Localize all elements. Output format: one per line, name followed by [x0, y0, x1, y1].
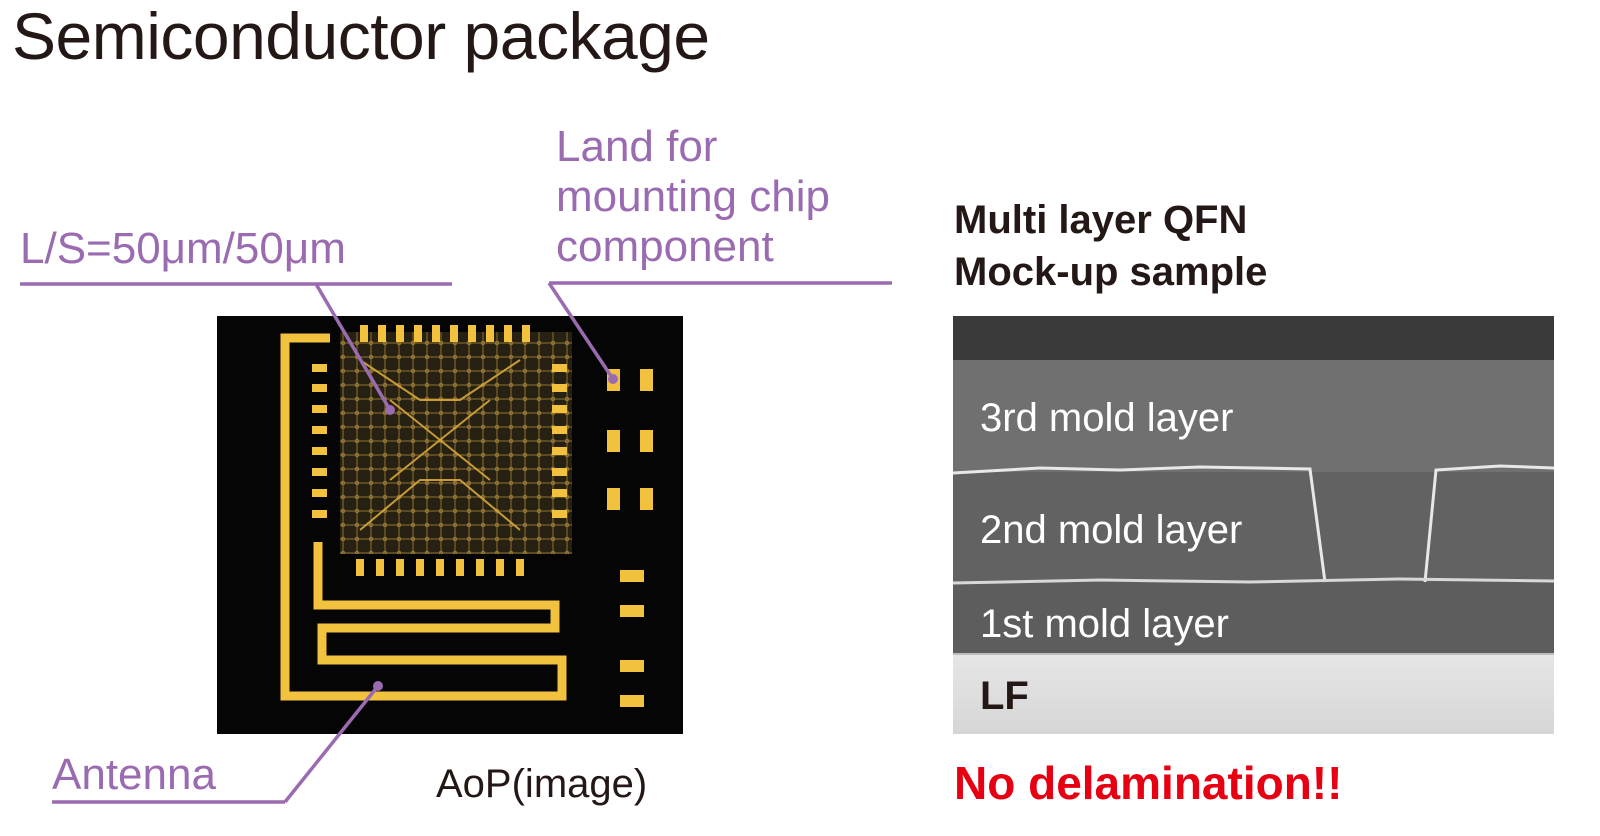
land-dot [608, 374, 618, 384]
qfn-heading-line-1: Multi layer QFN [954, 198, 1248, 242]
layer-label-2nd: 2nd mold layer [980, 508, 1243, 552]
ls-leader [314, 283, 392, 411]
layer-label-3rd: 3rd mold layer [980, 396, 1234, 440]
land-label-line-3: component [556, 222, 774, 271]
land-label: Land for mounting chip component [556, 122, 830, 272]
land-label-line-2: mounting chip [556, 172, 830, 221]
layer-label-1st: 1st mold layer [980, 602, 1229, 646]
aop-image [217, 316, 683, 734]
second-mold-region [953, 472, 1554, 582]
right-pads [552, 364, 567, 518]
antenna-dot [373, 681, 383, 691]
result-text: No delamination!! [954, 757, 1343, 809]
antenna-trace [280, 333, 567, 701]
ls-dot [385, 405, 395, 415]
left-pads [312, 364, 327, 518]
antenna-label: Antenna [52, 750, 216, 799]
first-mold-region [953, 582, 1554, 654]
bottom-pads [356, 559, 524, 576]
layer-label-lf: LF [980, 674, 1029, 718]
top-surface [953, 316, 1554, 360]
page-title: Semiconductor package [12, 0, 710, 73]
aop-caption: AoP(image) [436, 762, 648, 806]
qfn-heading: Multi layer QFN Mock-up sample [954, 194, 1267, 298]
third-mold-region [953, 360, 1554, 472]
top-pads [360, 325, 530, 342]
land-label-line-1: Land for [556, 122, 718, 171]
annotation-lines [20, 281, 892, 804]
chip-component-lands [607, 369, 653, 707]
antenna-leader [283, 684, 380, 804]
qfn-cross-section [952, 316, 1555, 734]
lf-region [953, 654, 1554, 734]
ls-label: L/S=50μm/50μm [20, 224, 346, 273]
chip-die [340, 332, 572, 554]
land-leader [547, 282, 615, 380]
qfn-heading-line-2: Mock-up sample [954, 250, 1268, 294]
